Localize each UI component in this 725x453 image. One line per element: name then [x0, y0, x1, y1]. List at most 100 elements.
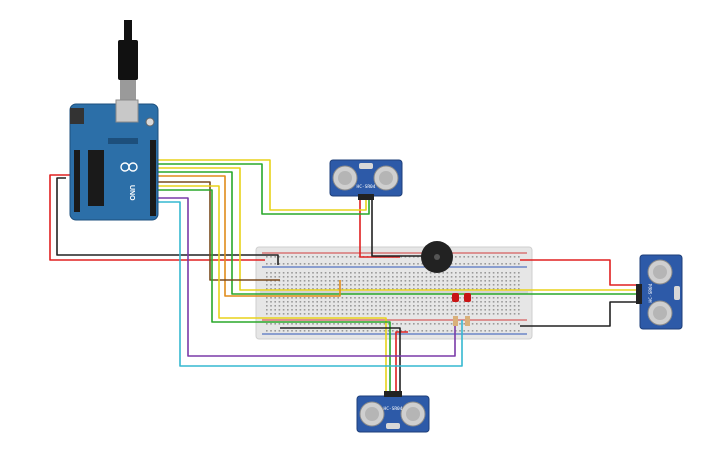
breadboard-hole	[379, 280, 381, 282]
wire-purple[interactable]	[155, 197, 456, 357]
wire-top-sensor-gnd[interactable]	[371, 200, 430, 257]
breadboard-hole	[366, 272, 369, 274]
breadboard-hole	[425, 272, 428, 274]
breadboard-hole	[278, 288, 281, 290]
breadboard-hole	[287, 280, 289, 282]
breadboard-hole	[366, 323, 369, 325]
reset-button-icon[interactable]	[145, 117, 155, 127]
breadboard-hole	[459, 288, 461, 290]
wire-right-sensor-vcc[interactable]	[520, 259, 640, 286]
breadboard-hole	[509, 272, 512, 274]
wire-top-sensor-echo[interactable]	[155, 163, 370, 215]
breadboard-hole	[471, 323, 474, 325]
breadboard-hole	[295, 284, 297, 286]
arduino-uno-board[interactable]: UNO	[69, 20, 159, 221]
piezo-buzzer[interactable]	[421, 241, 453, 273]
breadboard-hole	[371, 284, 373, 286]
wire-top-sensor-trig[interactable]	[155, 159, 367, 211]
wire-bottom-sensor-vcc[interactable]	[395, 331, 408, 392]
breadboard-hole	[358, 280, 360, 282]
breadboard-hole	[329, 297, 331, 299]
wire-bottom-sensor-gnd[interactable]	[280, 327, 401, 392]
breadboard-hole	[266, 272, 268, 274]
breadboard-hole	[396, 323, 398, 325]
ultrasonic-sensor-right[interactable]: HC-SR04	[636, 254, 683, 330]
breadboard-hole	[270, 288, 272, 290]
breadboard-hole	[463, 309, 465, 311]
breadboard-hole	[354, 280, 356, 282]
breadboard-hole	[316, 297, 318, 299]
breadboard-hole	[429, 276, 432, 278]
breadboard-hole	[501, 272, 503, 274]
wire-top-sensor-vcc[interactable]	[359, 200, 400, 258]
breadboard-hole	[366, 276, 369, 278]
breadboard-hole	[371, 330, 373, 332]
resistor-1[interactable]	[453, 316, 458, 326]
breadboard-hole	[413, 272, 415, 274]
breadboard-hole	[287, 301, 289, 303]
breadboard-hole	[354, 272, 356, 274]
breadboard-hole	[287, 256, 289, 258]
breadboard-hole	[308, 301, 310, 303]
breadboard-hole	[408, 276, 411, 278]
led-2[interactable]	[464, 293, 471, 302]
breadboard-hole	[421, 323, 423, 325]
breadboard-hole	[471, 288, 474, 290]
breadboard-hole	[505, 305, 507, 307]
arduino-logo-text: UNO	[128, 185, 135, 201]
wire-red-5v[interactable]	[49, 174, 265, 261]
breadboard-hole	[324, 256, 327, 258]
breadboard-hole	[429, 272, 432, 274]
breadboard-hole	[476, 256, 478, 258]
breadboard-hole	[270, 276, 272, 278]
breadboard-hole	[463, 305, 465, 307]
breadboard-hole	[274, 272, 276, 274]
wire-bottom-sensor-echo[interactable]	[155, 189, 391, 392]
wire-black-gnd[interactable]	[56, 177, 279, 265]
breadboard-hole	[417, 272, 419, 274]
breadboard-hole	[295, 263, 297, 265]
breadboard-hole	[341, 301, 344, 303]
breadboard-hole	[383, 305, 386, 307]
breadboard-hole	[308, 297, 310, 299]
breadboard-hole	[387, 297, 390, 299]
breadboard-hole	[501, 313, 503, 315]
breadboard-hole	[442, 284, 444, 286]
breadboard-hole	[476, 280, 478, 282]
breadboard-hole	[392, 297, 394, 299]
wire-cyan[interactable]	[155, 201, 463, 367]
breadboard-hole	[354, 301, 356, 303]
breadboard-hole	[345, 330, 348, 332]
resistor-2[interactable]	[465, 316, 470, 326]
ultrasonic-sensor-bottom[interactable]: HC-SR04	[356, 391, 430, 433]
breadboard-hole	[274, 305, 276, 307]
wire-right-sensor-gnd[interactable]	[520, 301, 640, 327]
breadboard-hole	[308, 288, 310, 290]
breadboard-hole	[492, 276, 495, 278]
breadboard-hole	[438, 309, 440, 311]
breadboard-hole	[513, 280, 516, 282]
led-1[interactable]	[452, 293, 459, 302]
breadboard[interactable]	[255, 246, 533, 340]
breadboard-hole	[488, 263, 491, 265]
breadboard-hole	[354, 288, 356, 290]
breadboard-hole	[396, 276, 398, 278]
breadboard-hole	[316, 323, 318, 325]
breadboard-hole	[392, 313, 394, 315]
breadboard-hole	[324, 288, 327, 290]
wire-right-sensor-trig[interactable]	[155, 167, 640, 291]
breadboard-hole	[383, 276, 386, 278]
wire-bottom-sensor-trig[interactable]	[155, 185, 387, 392]
breadboard-hole	[266, 313, 268, 315]
breadboard-hole	[404, 288, 407, 290]
breadboard-hole	[467, 280, 470, 282]
breadboard-hole	[446, 284, 449, 286]
wire-brown[interactable]	[155, 181, 280, 281]
ultrasonic-sensor-top[interactable]: HC-SR04	[329, 159, 403, 200]
breadboard-hole	[442, 276, 444, 278]
breadboard-hole	[488, 280, 491, 282]
wire-right-sensor-echo[interactable]	[155, 171, 640, 295]
breadboard-hole	[299, 297, 302, 299]
breadboard-hole	[358, 263, 360, 265]
wire-orange[interactable]	[155, 175, 341, 297]
